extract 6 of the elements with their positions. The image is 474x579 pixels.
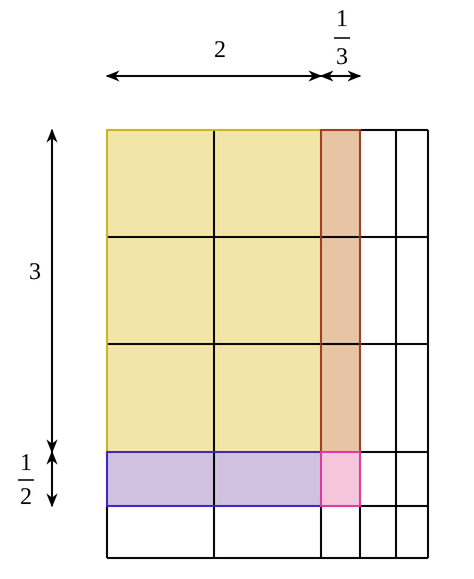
dimension-label: 2 — [20, 485, 32, 509]
dimension-label: 1 — [336, 7, 348, 31]
dimension-label: 2 — [214, 38, 226, 62]
dimension-label: 3 — [336, 45, 348, 69]
dimension-label: 1 — [20, 451, 32, 475]
dimension-label: 3 — [29, 260, 41, 284]
